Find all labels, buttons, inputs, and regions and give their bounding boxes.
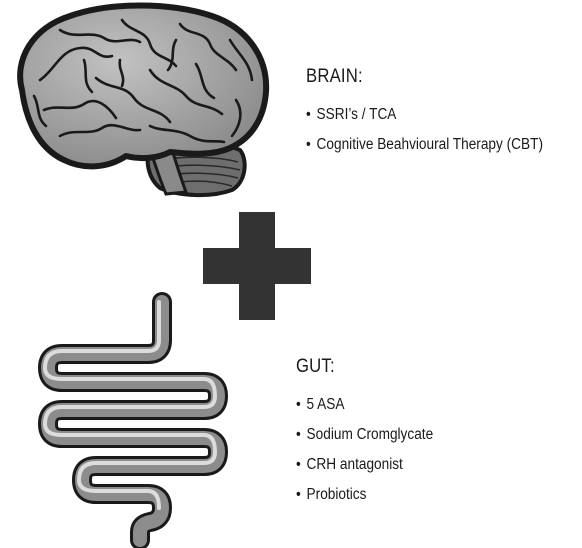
list-item-label: Cognitive Beahvioural Therapy (CBT) (316, 136, 543, 153)
bullet-icon: • (296, 396, 301, 413)
intestine-highlight (43, 300, 217, 510)
list-item-label: CRH antagonist (306, 456, 403, 473)
bullet-icon: • (296, 426, 301, 443)
bullet-icon: • (306, 136, 311, 153)
cerebrum (17, 2, 270, 170)
plus-icon (203, 212, 311, 320)
list-item: • Sodium Cromglycate (296, 420, 433, 450)
gut-treatment-list: • 5 ASA • Sodium Cromglycate • CRH antagoni… (296, 390, 452, 510)
gut-heading: GUT: (296, 356, 335, 377)
list-item-label: Sodium Cromglycate (306, 426, 434, 443)
intestine-fill (41, 295, 225, 547)
brain-icon (17, 2, 270, 198)
list-item: • Cognitive Beahvioural Therapy (CBT) (306, 130, 543, 160)
list-item-label: SSRI’s / TCA (316, 106, 397, 123)
list-item: • CRH antagonist (296, 450, 433, 480)
brain-treatments: BRAIN: • SSRI’s / TCA • Cognitive Beahviou… (306, 66, 575, 160)
intestine-outline (38, 292, 228, 548)
intestine-icon (38, 292, 228, 548)
brain-heading: BRAIN: (306, 66, 363, 87)
list-item-label: Probiotics (306, 486, 367, 503)
brain-treatment-list: • SSRI’s / TCA • Cognitive Beahvioural The… (306, 100, 575, 160)
list-item: • 5 ASA (296, 390, 433, 420)
bullet-icon: • (296, 486, 301, 503)
list-item: • SSRI’s / TCA (306, 100, 543, 130)
bullet-icon: • (296, 456, 301, 473)
list-item: • Probiotics (296, 480, 433, 510)
gut-treatments: GUT: • 5 ASA • Sodium Cromglycate • CRH ant… (296, 356, 452, 510)
brain-stem (147, 148, 189, 196)
list-item-label: 5 ASA (306, 396, 345, 413)
bullet-icon: • (306, 106, 311, 123)
